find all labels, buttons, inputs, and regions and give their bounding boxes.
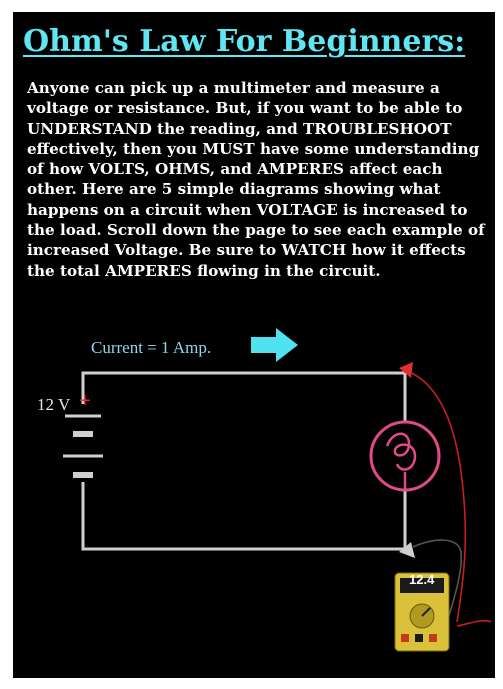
- multimeter-icon: [394, 572, 450, 652]
- positive-terminal-label: +: [79, 390, 91, 412]
- circuit-wire: [81, 371, 407, 551]
- page-title: Ohm's Law For Beginners:: [23, 24, 466, 59]
- circuit-diagram: [63, 328, 492, 652]
- probe-wire: [408, 371, 492, 627]
- voltage-label: 12 V: [37, 395, 71, 414]
- content-panel: Ohm's Law For Beginners: Anyone can pick…: [13, 12, 495, 678]
- black-probe-tip: [399, 542, 415, 558]
- meter-reading: 12.4: [409, 572, 435, 587]
- red-probe-tip: [399, 362, 413, 378]
- intro-paragraph: Anyone can pick up a multimeter and meas…: [27, 79, 485, 280]
- current-label: Current = 1 Amp.: [91, 338, 212, 357]
- battery-icon: [63, 414, 103, 478]
- lamp-icon: [369, 420, 441, 492]
- current-arrow-icon: [251, 328, 298, 362]
- black-probe-wire: [412, 539, 463, 623]
